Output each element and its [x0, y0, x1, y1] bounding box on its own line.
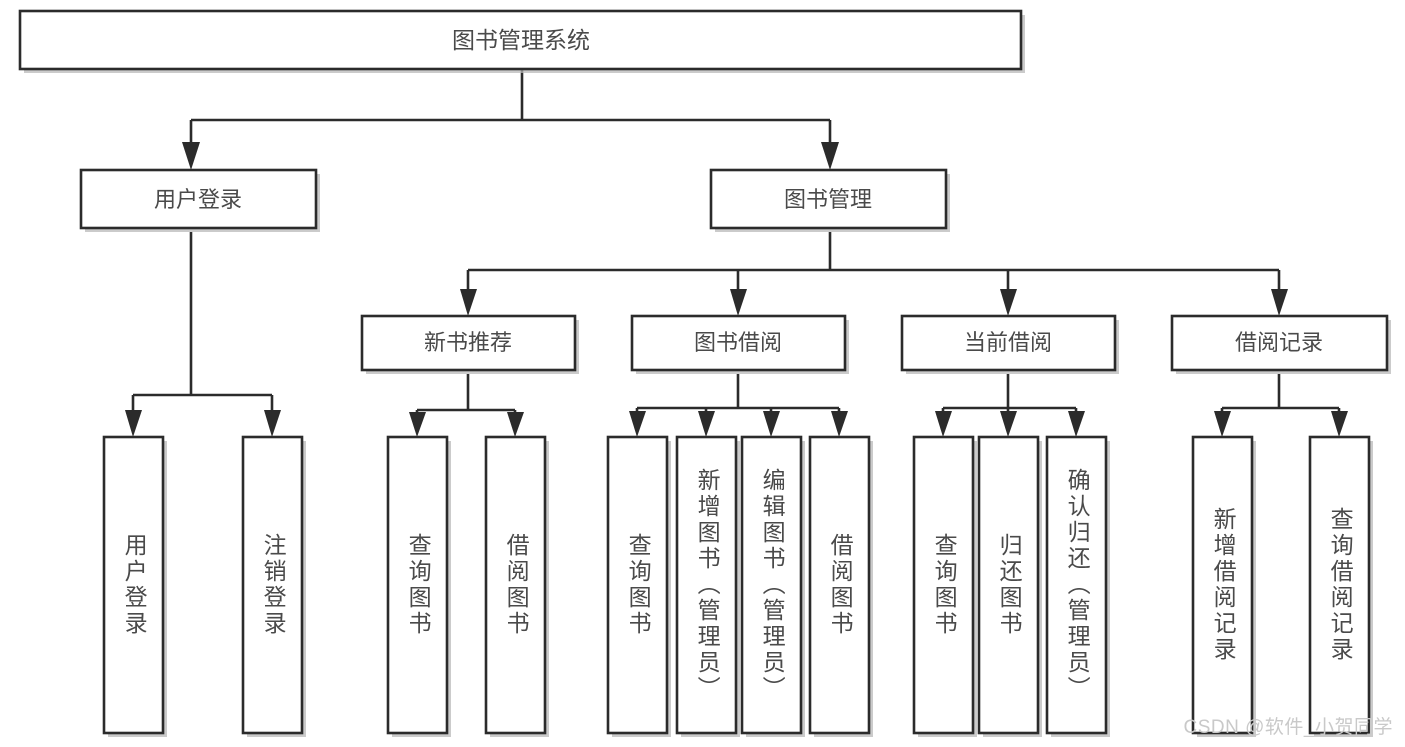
- leaf-node-new-book-2-box[interactable]: [484, 435, 547, 735]
- arrowhead-newbook-leaf-2: [507, 412, 524, 437]
- leaf-node-current-borrow-2-box[interactable]: [977, 435, 1040, 735]
- node-root[interactable]: 图书管理系统: [18, 9, 1025, 73]
- arrowhead-newbook-leaf-1: [409, 412, 426, 437]
- leaf-node-new-book-1[interactable]: [386, 435, 451, 737]
- node-current-borrow-label: 当前借阅: [964, 330, 1052, 355]
- arrowhead-bookmgmt-to-current: [1000, 289, 1017, 316]
- leaf-node-user-login-1[interactable]: [102, 435, 167, 737]
- arrowhead-login-leaf-1: [125, 410, 142, 437]
- arrowhead-bookborrow-leaf-4: [831, 411, 848, 437]
- leaf-node-book-borrow-2[interactable]: [675, 435, 740, 737]
- leaf-node-book-borrow-1[interactable]: [606, 435, 671, 737]
- arrowhead-bookborrow-leaf-1: [629, 411, 646, 437]
- node-book-borrow[interactable]: 图书借阅: [630, 314, 849, 374]
- arrowhead-borrowrecord-leaf-2: [1331, 411, 1348, 437]
- arrowhead-currentborrow-leaf-3: [1068, 411, 1085, 437]
- node-book-management-box[interactable]: [709, 168, 948, 230]
- node-book-management-label: 图书管理: [784, 187, 872, 212]
- leaf-node-current-borrow-2[interactable]: [977, 435, 1042, 737]
- node-user-login-box[interactable]: [79, 168, 318, 230]
- leaf-node-new-book-1-box[interactable]: [386, 435, 449, 735]
- arrowhead-borrowrecord-leaf-1: [1214, 411, 1231, 437]
- connector-group-root: [182, 69, 839, 170]
- node-current-borrow-box[interactable]: [900, 314, 1117, 372]
- node-root-label: 图书管理系统: [452, 27, 590, 53]
- connector-group-current-borrow: [935, 374, 1085, 437]
- leaf-node-book-borrow-4-box[interactable]: [808, 435, 871, 735]
- arrowhead-bookmgmt-to-new: [460, 289, 477, 316]
- arrowhead-bookborrow-leaf-3: [763, 411, 780, 437]
- node-borrow-record-box[interactable]: [1170, 314, 1389, 372]
- arrowhead-currentborrow-leaf-1: [935, 411, 952, 437]
- connector-group-borrow-record: [1214, 374, 1348, 437]
- leaf-node-book-borrow-3-box[interactable]: [740, 435, 803, 735]
- node-user-login[interactable]: 用户登录: [79, 168, 320, 232]
- leaf-node-current-borrow-1[interactable]: [912, 435, 977, 737]
- connector-group-new-book: [409, 374, 524, 437]
- node-new-book-recommend-box[interactable]: [360, 314, 577, 372]
- node-new-book-recommend-label: 新书推荐: [424, 330, 512, 355]
- leaf-node-borrow-record-1[interactable]: [1191, 435, 1256, 737]
- node-user-login-label: 用户登录: [154, 187, 242, 212]
- connector-group-user-login: [125, 232, 281, 437]
- leaf-node-user-login-1-box[interactable]: [102, 435, 165, 735]
- leaf-node-user-login-2-box[interactable]: [241, 435, 304, 735]
- leaf-node-book-borrow-3[interactable]: [740, 435, 805, 737]
- arrowhead-bookmgmt-to-record: [1271, 289, 1288, 316]
- node-book-borrow-box[interactable]: [630, 314, 847, 372]
- node-book-borrow-label: 图书借阅: [694, 330, 782, 355]
- leaf-node-book-borrow-2-box[interactable]: [675, 435, 738, 735]
- leaf-node-current-borrow-3[interactable]: [1045, 435, 1110, 737]
- leaf-node-book-borrow-1-box[interactable]: [606, 435, 669, 735]
- node-borrow-record-label: 借阅记录: [1235, 330, 1323, 355]
- leaf-node-current-borrow-1-box[interactable]: [912, 435, 975, 735]
- node-book-management[interactable]: 图书管理: [709, 168, 950, 232]
- node-current-borrow[interactable]: 当前借阅: [900, 314, 1119, 374]
- connector-group-book-mgmt: [460, 232, 1288, 316]
- node-root-box[interactable]: [18, 9, 1023, 71]
- leaf-node-new-book-2[interactable]: [484, 435, 549, 737]
- arrowhead-bookborrow-leaf-2: [698, 411, 715, 437]
- leaf-node-borrow-record-1-box[interactable]: [1191, 435, 1254, 735]
- leaf-node-book-borrow-4[interactable]: [808, 435, 873, 737]
- leaf-node-current-borrow-3-box[interactable]: [1045, 435, 1108, 735]
- arrowhead-currentborrow-leaf-2: [1000, 411, 1017, 437]
- node-borrow-record[interactable]: 借阅记录: [1170, 314, 1391, 374]
- connector-group-book-borrow: [629, 374, 848, 437]
- arrowhead-login-leaf-2: [264, 410, 281, 437]
- node-new-book-recommend[interactable]: 新书推荐: [360, 314, 579, 374]
- leaf-node-user-login-2[interactable]: [241, 435, 306, 737]
- arrowhead-root-to-login: [182, 142, 200, 170]
- arrowhead-bookmgmt-to-borrow: [730, 289, 747, 316]
- arrowhead-root-to-bookmgmt: [821, 142, 839, 170]
- leaf-node-borrow-record-2-box[interactable]: [1308, 435, 1371, 735]
- leaf-node-borrow-record-2[interactable]: [1308, 435, 1373, 737]
